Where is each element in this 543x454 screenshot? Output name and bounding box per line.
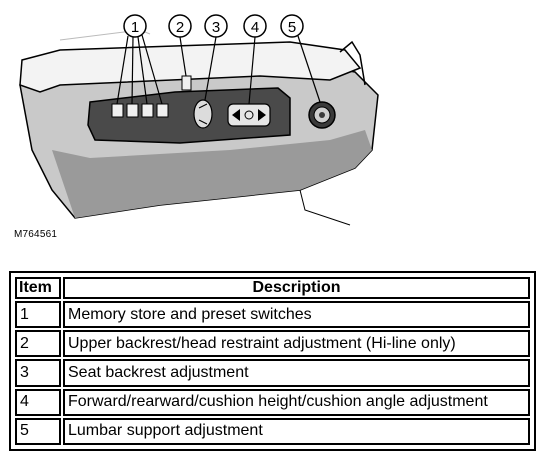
cushion-adjust-switch [227,103,271,127]
callout-1-label: 1 [131,19,139,36]
floor-line [299,189,351,226]
row-item: 3 [15,359,61,387]
figure-reference-code: M764561 [14,229,58,240]
switch-recess [87,87,291,144]
header-description: Description [63,277,530,299]
callout-1: 1 [123,14,147,38]
memory-switch-3 [156,103,169,118]
memory-switch-2 [141,103,154,118]
backrest-switch [193,99,213,129]
lumbar-knob [308,101,336,129]
row-description: Seat backrest adjustment [63,359,530,387]
legend-header-row: Item Description [15,277,530,299]
leader-lines [116,34,321,105]
row-item: 2 [15,330,61,358]
row-item: 1 [15,301,61,329]
head-restraint-switch [181,75,192,91]
seat-cushion-top [19,41,362,93]
table-row: 5 Lumbar support adjustment [15,417,530,445]
row-item: 5 [15,417,61,445]
row-description: Forward/rearward/cushion height/cushion … [63,388,530,416]
header-item: Item [15,277,61,299]
table-row: 1 Memory store and preset switches [15,301,530,329]
callout-3-label: 3 [212,19,220,36]
callout-3: 3 [204,14,228,38]
memory-switch-m [111,103,124,118]
seat-edge-line [339,40,366,86]
row-item: 4 [15,388,61,416]
seat-controls-illustration: 1 2 3 4 5 [19,14,379,226]
memory-switch-1 [126,103,139,118]
seat-lower-shading [52,130,372,218]
row-description: Memory store and preset switches [63,301,530,329]
table-row: 3 Seat backrest adjustment [15,359,530,387]
table-row: 4 Forward/rearward/cushion height/cushio… [15,388,530,416]
callout-5-label: 5 [288,19,296,36]
callout-4: 4 [243,14,267,38]
callout-4-label: 4 [251,19,259,36]
callout-2-label: 2 [176,19,184,36]
table-row: 2 Upper backrest/head restraint adjustme… [15,330,530,358]
legend-table: Item Description 1 Memory store and pres… [9,271,536,451]
row-description: Upper backrest/head restraint adjustment… [63,330,530,358]
callout-2: 2 [168,14,192,38]
callout-5: 5 [280,14,304,38]
row-description: Lumbar support adjustment [63,417,530,445]
